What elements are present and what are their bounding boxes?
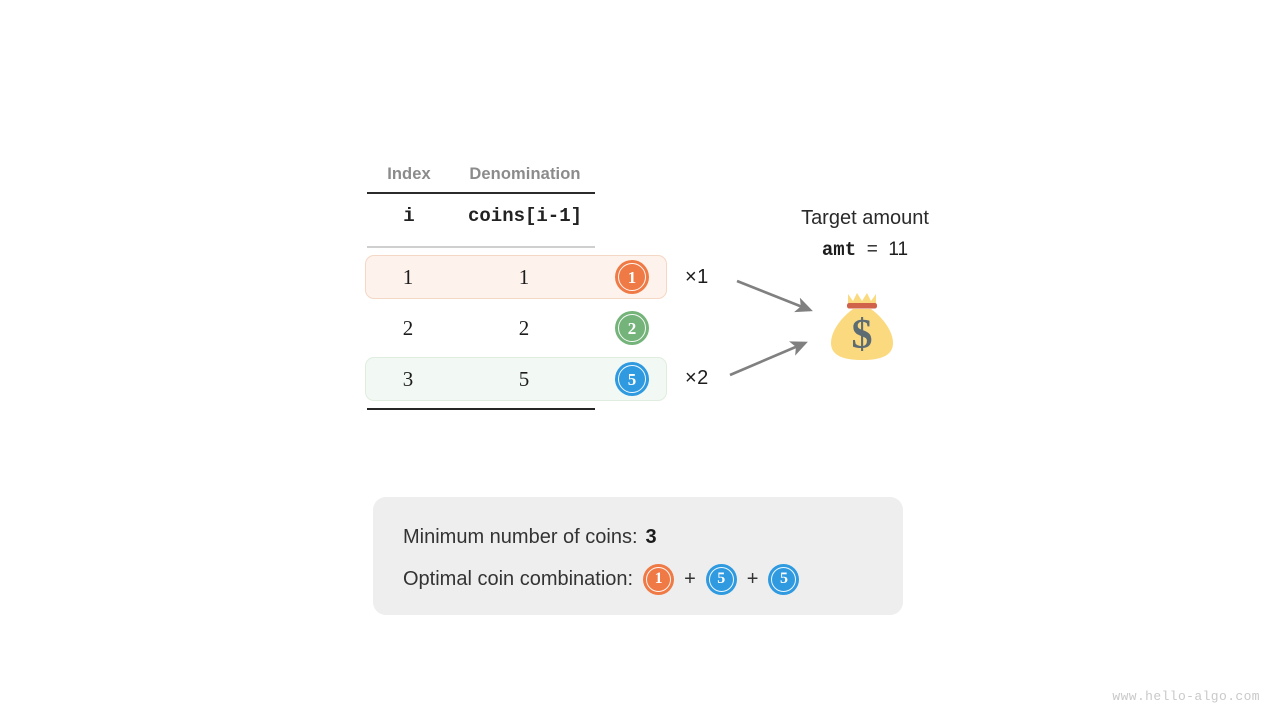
multiplier-row3: ×2 [685, 367, 709, 389]
coin-value: 5 [779, 570, 788, 587]
table-row[interactable]: 2 2 2 [365, 306, 667, 350]
variable-index-name: i [403, 205, 415, 227]
arrow-group [729, 279, 813, 377]
combination-coins: 1 + 5 + 5 [643, 563, 800, 595]
arrow-coin1-to-bag [736, 279, 813, 313]
coin-value: 5 [717, 570, 726, 587]
combination-label: Optimal coin combination: [403, 567, 634, 590]
coin-token: 5 [615, 362, 649, 396]
row-denomination-value: 2 [518, 315, 530, 340]
coin-token: 5 [705, 563, 737, 595]
arrow-coin5-to-bag [729, 341, 808, 377]
coin-denomination-table: Index Denomination i coins[i-1] 1 1 1 2 … [365, 158, 667, 410]
table-row[interactable]: 1 1 1 [365, 255, 667, 299]
plus-sign: + [746, 567, 759, 590]
table-variable-row: i coins[i-1] [365, 194, 667, 238]
target-equals-sign: = [866, 239, 878, 260]
coin-value: 5 [627, 369, 637, 389]
target-amount-block: Target amount amt = 11 [770, 206, 960, 261]
row-coin-cell: 5 [598, 362, 666, 396]
header-denomination-label: Denomination [469, 165, 581, 183]
coin-token: 5 [768, 563, 800, 595]
coin-value: 1 [627, 267, 637, 287]
table-header-labels: Index Denomination [365, 158, 667, 184]
row-denomination-value: 1 [518, 264, 530, 289]
row-coin-cell: 2 [598, 311, 666, 345]
plus-sign: + [684, 567, 696, 590]
target-value: 11 [888, 239, 909, 260]
coin-token: 1 [643, 563, 675, 595]
row-index-value: 1 [402, 264, 414, 289]
money-bag-icon: $ [831, 293, 893, 360]
target-var-name: amt [821, 239, 857, 261]
min-coins-label: Minimum number of coins: [403, 525, 638, 548]
row-coin-cell: 1 [598, 260, 666, 294]
site-watermark: www.hello-algo.com [1112, 689, 1260, 704]
table-bottom-rule [367, 408, 595, 410]
row-index-value: 2 [402, 315, 414, 340]
result-combination-line: Optimal coin combination: 1 + 5 + 5 [403, 561, 903, 597]
min-coins-value: 3 [645, 525, 657, 548]
header-index-label: Index [387, 165, 431, 183]
table-top-rule [367, 192, 595, 194]
row-denomination-value: 5 [518, 366, 530, 391]
multiplier-row1: ×1 [685, 266, 709, 288]
coin-value: 2 [627, 318, 637, 338]
result-min-coins-line: Minimum number of coins: 3 [403, 519, 903, 555]
coin-token: 2 [615, 311, 649, 345]
variable-denomination-name: coins[i-1] [467, 205, 583, 227]
coin-value: 1 [654, 570, 663, 587]
target-amount-title: Target amount [801, 207, 929, 229]
target-amount-expression: amt = 11 [770, 239, 960, 261]
row-index-value: 3 [402, 366, 414, 391]
result-panel: Minimum number of coins: 3 Optimal coin … [373, 497, 903, 615]
table-row[interactable]: 3 5 5 [365, 357, 667, 401]
coin-token: 1 [615, 260, 649, 294]
table-mid-rule [367, 246, 595, 248]
svg-text:$: $ [852, 312, 873, 358]
